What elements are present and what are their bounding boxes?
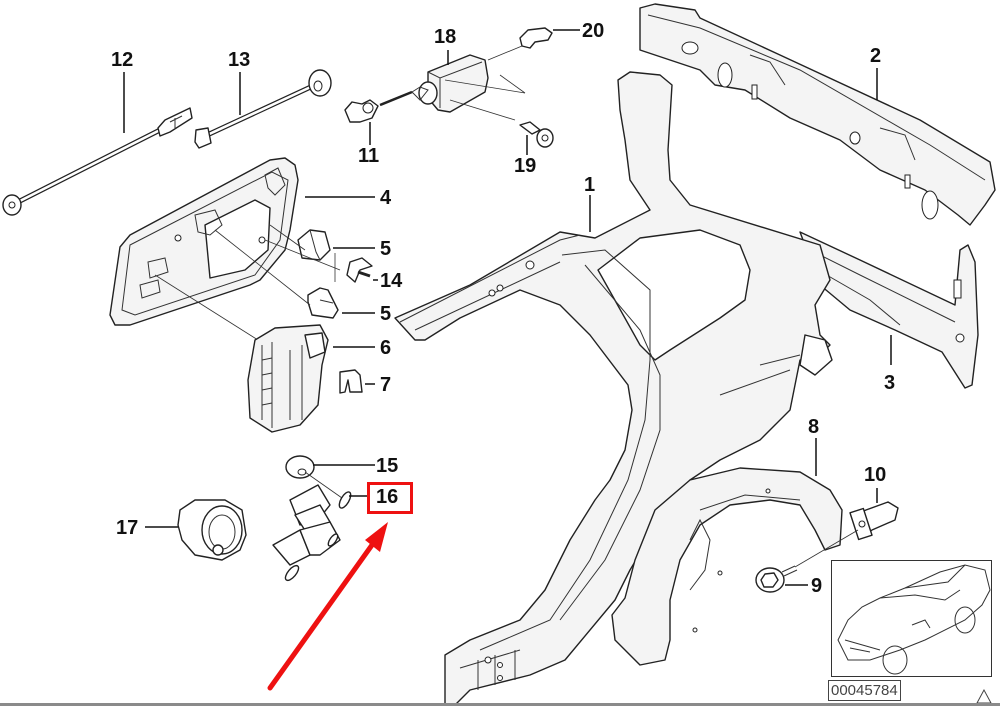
label-3[interactable]: 3 (884, 372, 896, 394)
part-5-buffer-upper[interactable] (297, 229, 331, 261)
part-18-actuator[interactable] (411, 54, 489, 113)
label-5-upper[interactable]: 5 (380, 238, 392, 260)
label-7[interactable]: 7 (380, 374, 392, 396)
label-9[interactable]: 9 (811, 575, 823, 597)
label-18[interactable]: 18 (434, 26, 457, 48)
part-14-buffer-pin[interactable] (346, 257, 373, 283)
part-10-expanding-nut[interactable] (849, 501, 899, 541)
label-4[interactable]: 4 (380, 187, 392, 209)
label-5-lower[interactable]: 5 (380, 303, 392, 325)
part-6-flap-hinge[interactable] (247, 324, 329, 433)
highlight-box (367, 482, 413, 514)
annotation-arrow (267, 522, 388, 691)
label-19[interactable]: 19 (514, 155, 537, 177)
warning-triangle-icon (976, 688, 992, 704)
part-4-fuel-filler-flap[interactable] (109, 157, 299, 326)
vehicle-thumbnail (837, 564, 991, 675)
label-20[interactable]: 20 (582, 20, 605, 42)
part-7-clip[interactable] (339, 369, 363, 394)
part-9-bolt[interactable] (755, 565, 798, 593)
part-16-bracket-spring[interactable] (272, 484, 353, 582)
part-12-release-cable[interactable] (2, 107, 193, 216)
label-14[interactable]: 14 (380, 270, 403, 292)
part-8-wheel-arch-liner[interactable] (611, 467, 843, 666)
label-15[interactable]: 15 (376, 455, 399, 477)
label-16[interactable]: 16 (376, 486, 399, 508)
part-1-side-panel[interactable] (394, 71, 833, 706)
bottom-divider (0, 703, 1000, 706)
part-15-grommet-nut[interactable] (285, 455, 315, 479)
part-17-filler-neck-grommet[interactable] (177, 499, 247, 561)
vehicle-thumbnail-frame (831, 560, 992, 677)
label-8[interactable]: 8 (808, 416, 820, 438)
label-6[interactable]: 6 (380, 337, 392, 359)
diagram-reference-number: 00045784 (828, 680, 901, 701)
label-11[interactable]: 11 (358, 145, 380, 167)
part-20-connector[interactable] (519, 27, 553, 49)
part-5-buffer-lower[interactable] (307, 287, 339, 319)
part-13-emergency-cable[interactable] (194, 69, 332, 149)
label-17[interactable]: 17 (116, 517, 139, 539)
label-1[interactable]: 1 (584, 174, 596, 196)
part-3-rear-panel-lower[interactable] (799, 231, 979, 389)
actuator-rod (379, 90, 413, 107)
part-19-screw[interactable] (519, 121, 554, 148)
label-2[interactable]: 2 (870, 45, 882, 67)
part-11-lock-pin[interactable] (344, 99, 379, 123)
label-12[interactable]: 12 (111, 49, 134, 71)
part-2-rear-panel-upper[interactable] (639, 3, 996, 226)
label-10[interactable]: 10 (864, 464, 887, 486)
label-13[interactable]: 13 (228, 49, 251, 71)
